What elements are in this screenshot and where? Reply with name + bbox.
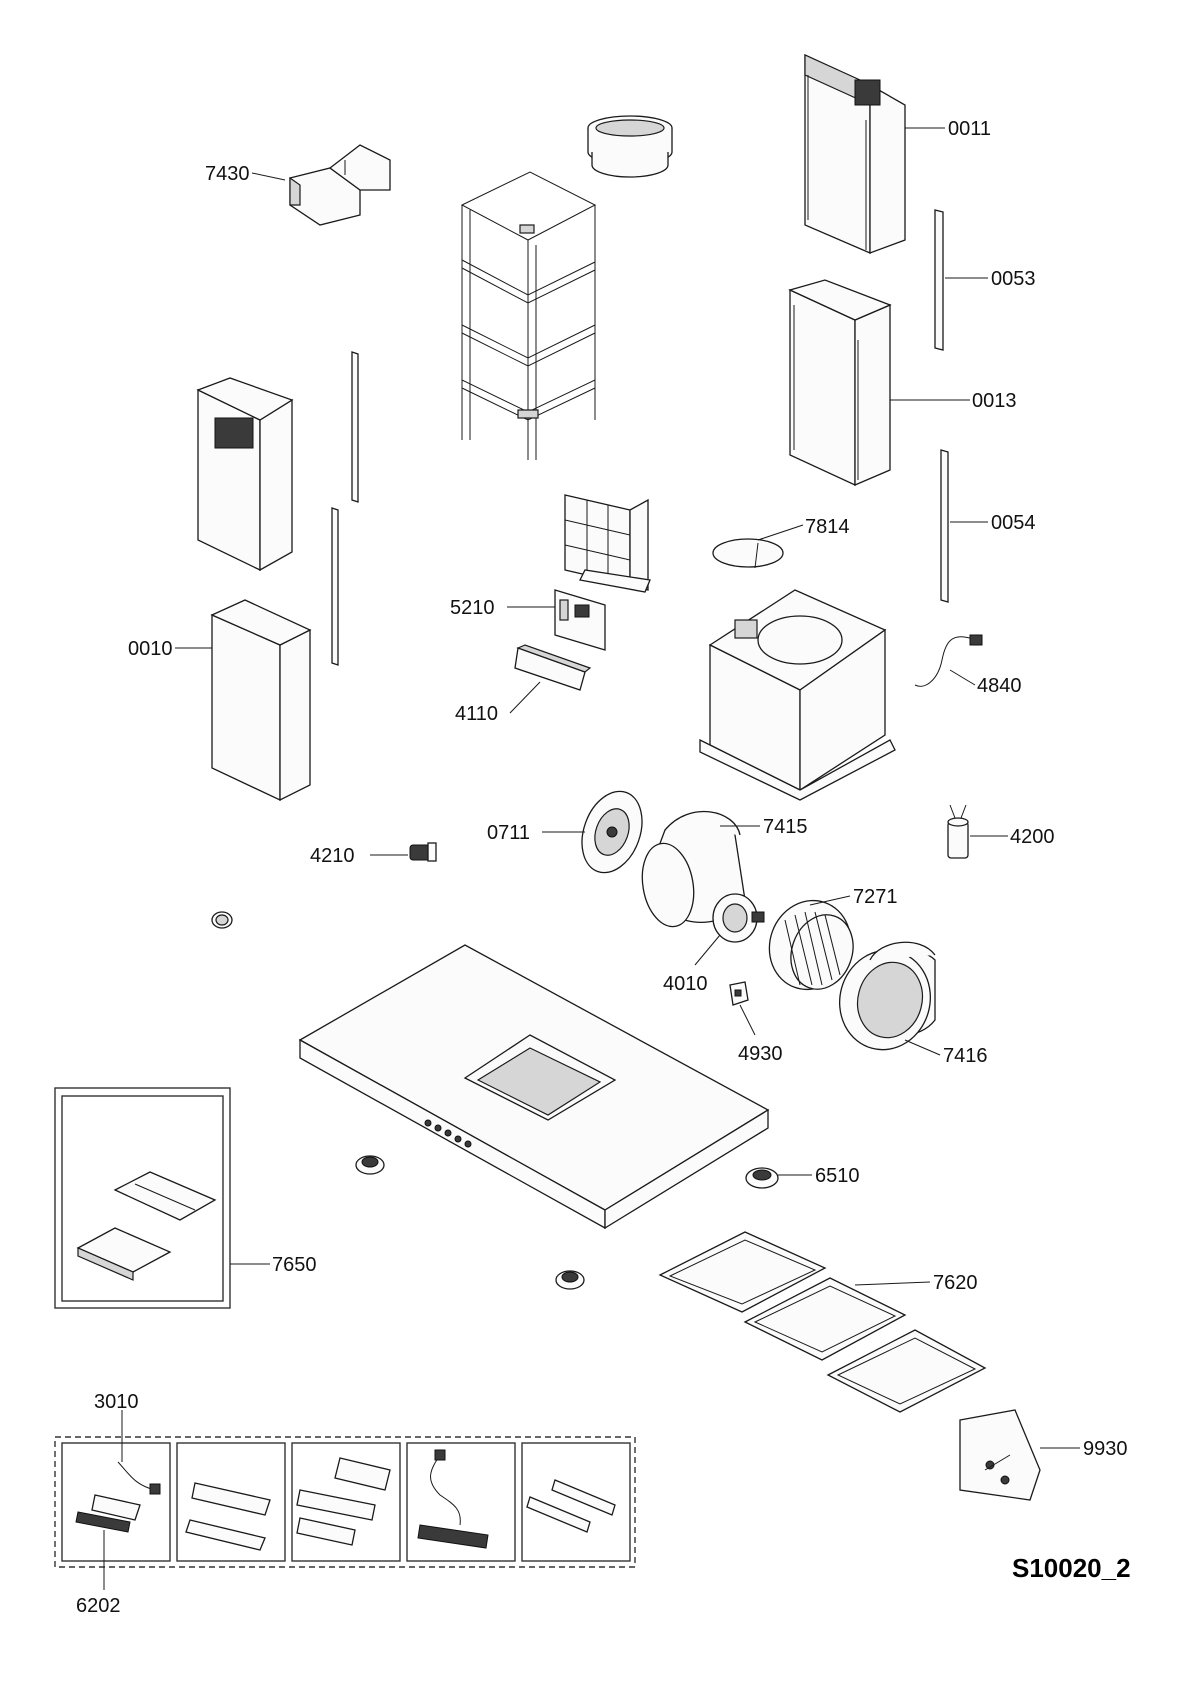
label-0054: 0054 (991, 512, 1036, 534)
label-5210: 5210 (450, 597, 495, 619)
label-4840: 4840 (977, 675, 1022, 697)
clip-4930[interactable] (729, 981, 749, 1006)
bracket-4110[interactable] (514, 644, 592, 691)
label-7415: 7415 (763, 816, 808, 838)
lower-chimney-cover-0013[interactable] (788, 279, 892, 487)
label-3010: 3010 (94, 1391, 139, 1413)
carbon-filter-kit-7650[interactable] (54, 1087, 231, 1309)
foot-knob-left[interactable] (355, 1155, 385, 1175)
chimney-frame[interactable] (460, 171, 597, 460)
duct-connector[interactable] (587, 115, 673, 178)
label-0010: 0010 (128, 638, 173, 660)
label-0013: 0013 (972, 390, 1017, 412)
side-strip-upper[interactable] (351, 351, 359, 503)
label-7430: 7430 (205, 163, 250, 185)
cover-disc-7814[interactable] (712, 538, 784, 569)
fan-housing-7415[interactable] (636, 810, 746, 930)
label-4010: 4010 (663, 973, 708, 995)
label-6510: 6510 (815, 1165, 860, 1187)
label-4930: 4930 (738, 1043, 783, 1065)
capacitor-4200[interactable] (947, 804, 969, 859)
upper-chimney-cover-0011[interactable] (804, 53, 906, 254)
control-board-5210[interactable] (554, 589, 606, 651)
lower-left-chimney-0010[interactable] (210, 599, 312, 802)
label-9930: 9930 (1083, 1438, 1128, 1460)
upper-left-chimney[interactable] (196, 377, 294, 572)
filter-grid-panel[interactable] (564, 494, 651, 593)
label-0053: 0053 (991, 268, 1036, 290)
label-4110: 4110 (455, 703, 498, 725)
label-4200: 4200 (1010, 826, 1055, 848)
label-7814: 7814 (805, 516, 850, 538)
power-cable-4840[interactable] (914, 634, 983, 687)
label-6202: 6202 (76, 1595, 121, 1617)
label-0011: 0011 (948, 118, 991, 140)
strip-0054[interactable] (940, 449, 949, 603)
motor-housing[interactable] (699, 589, 896, 801)
air-deflector-7430[interactable] (289, 144, 391, 226)
knob-left[interactable] (211, 911, 233, 929)
accessory-bag-9930[interactable] (959, 1409, 1041, 1501)
label-0711: 0711 (487, 822, 530, 844)
accessory-panels[interactable] (54, 1436, 636, 1568)
hood-canopy[interactable] (298, 944, 770, 1230)
side-strip-lower[interactable] (331, 507, 339, 666)
motor-plate-0711[interactable] (571, 783, 652, 881)
label-7416: 7416 (943, 1045, 988, 1067)
lamp-holder-4210[interactable] (409, 842, 437, 862)
motor-4010[interactable] (712, 893, 765, 943)
strip-0053[interactable] (934, 209, 944, 351)
label-7271: 7271 (853, 886, 898, 908)
foot-knob-bottom[interactable] (555, 1270, 585, 1290)
drawing-reference: S10020_2 (1012, 1553, 1131, 1583)
grease-filters-7620[interactable] (658, 1231, 987, 1413)
label-7650: 7650 (272, 1254, 317, 1276)
label-7620: 7620 (933, 1272, 978, 1294)
foot-knob-6510[interactable] (745, 1167, 779, 1189)
fan-cover-7416[interactable] (829, 940, 942, 1060)
impeller-7271[interactable] (757, 889, 863, 1001)
label-4210: 4210 (310, 845, 355, 867)
